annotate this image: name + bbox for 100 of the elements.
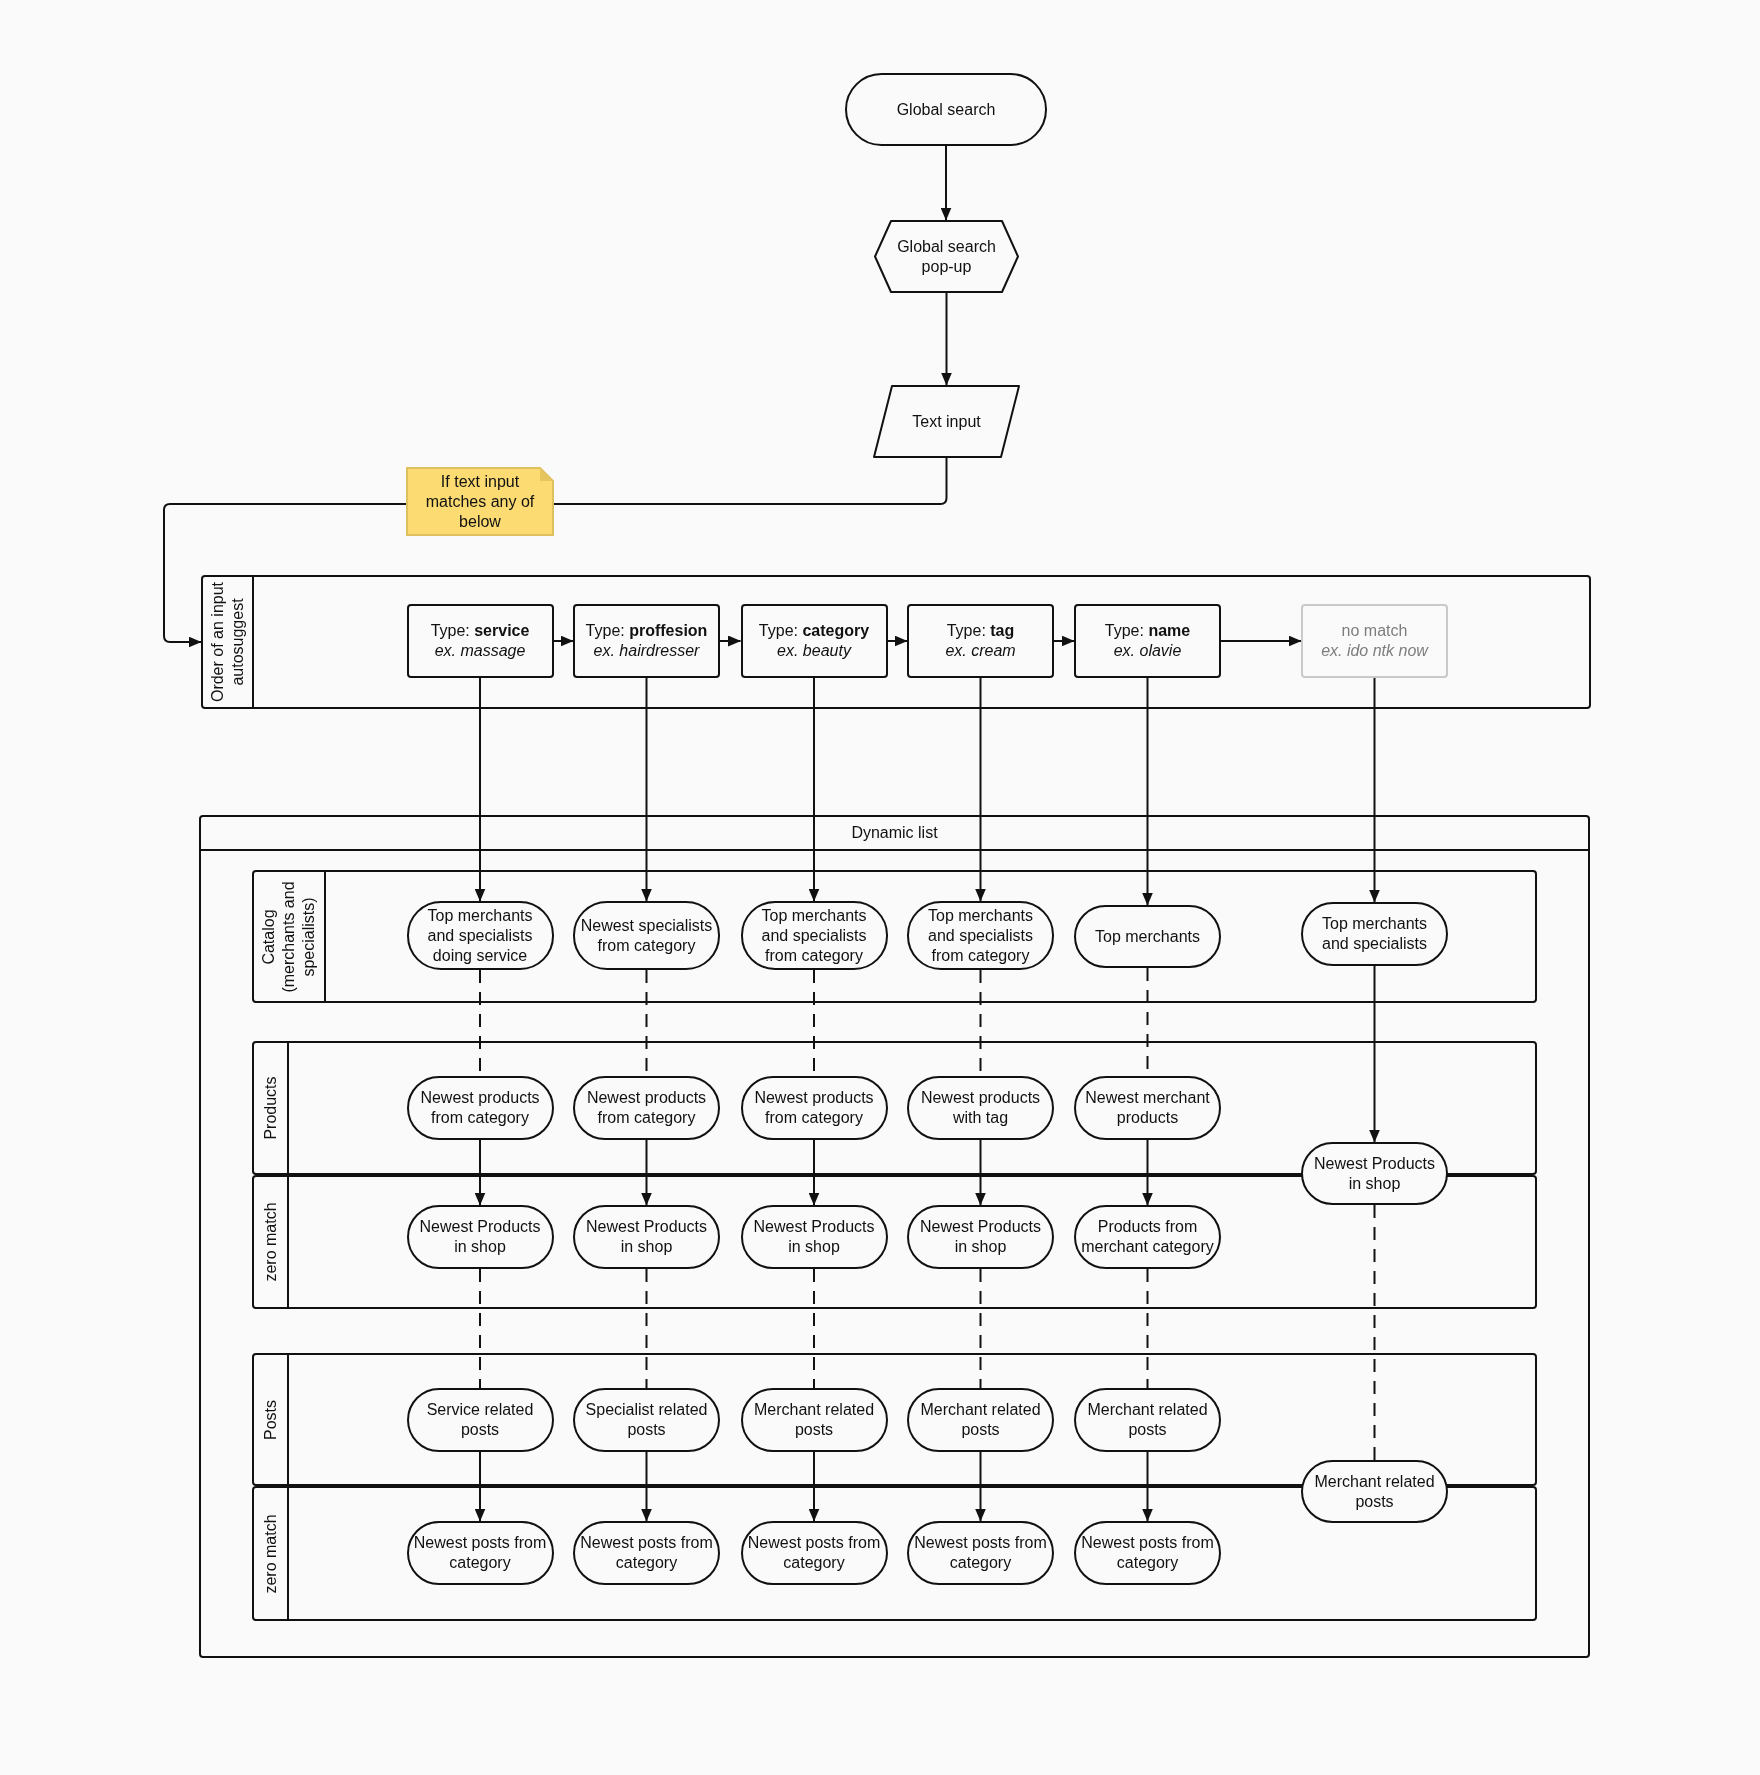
node-label: Global search xyxy=(896,99,996,120)
pool-container xyxy=(199,815,1590,1658)
node-label: Top merchants xyxy=(1095,926,1200,947)
example-label: ex. massage xyxy=(434,641,526,661)
arrow xyxy=(886,635,908,647)
type-label: Type: category xyxy=(758,621,870,641)
lane-label: zero match xyxy=(260,1202,280,1282)
node-label: Top merchants and specialists xyxy=(1321,914,1428,954)
process-pill xyxy=(1074,1388,1221,1452)
lane-label: zero match xyxy=(260,1513,280,1594)
arrow xyxy=(1142,677,1153,906)
example-label: ex. cream xyxy=(945,641,1016,661)
sticky-note xyxy=(406,467,554,536)
input-parallelogram xyxy=(873,385,1020,458)
process-pill xyxy=(907,1521,1054,1585)
process-pill xyxy=(1074,1076,1221,1140)
node-label: Specialist related posts xyxy=(584,1400,709,1440)
arrow xyxy=(719,635,742,647)
hexagon-node xyxy=(874,220,1019,293)
node-label: Newest posts from category xyxy=(746,1533,882,1573)
lane-label: Catalog (merchants and specialists) xyxy=(259,879,318,995)
process-pill xyxy=(907,1388,1054,1452)
type-box xyxy=(740,604,888,678)
node-label: Merchant related posts xyxy=(1086,1400,1209,1440)
node-label: Newest Products in shop xyxy=(1313,1153,1436,1194)
dashed-line xyxy=(1373,1204,1376,1461)
arrow xyxy=(1369,965,1380,1143)
type-box xyxy=(573,604,720,678)
node-label: Top merchants and specialists from category xyxy=(760,905,868,966)
type-box xyxy=(406,604,554,678)
connector-line xyxy=(553,457,948,505)
process-pill xyxy=(1301,902,1448,966)
node-label: Newest posts from category xyxy=(579,1533,714,1573)
process-pill xyxy=(907,1076,1054,1140)
arrow xyxy=(641,1451,652,1522)
arrow xyxy=(1142,1451,1153,1522)
type-box xyxy=(1074,604,1221,678)
swimlane xyxy=(252,1041,1537,1175)
dashed-line xyxy=(813,1268,815,1389)
arrow xyxy=(1369,677,1380,903)
process-pill xyxy=(573,1076,720,1140)
lane-label: Posts xyxy=(260,1399,280,1440)
example-label: ex. beauty xyxy=(777,641,851,661)
node-label: Newest posts from category xyxy=(1080,1533,1215,1573)
process-pill xyxy=(907,1205,1054,1269)
process-pill xyxy=(573,1388,720,1452)
node-label: If text input matches any of below xyxy=(424,471,536,532)
node-label: Newest products from category xyxy=(753,1088,875,1128)
arrow xyxy=(808,1139,820,1206)
swimlane xyxy=(252,1486,1537,1621)
type-box xyxy=(1301,604,1448,678)
arrow xyxy=(641,677,652,902)
arrow xyxy=(975,677,986,902)
type-label: Type: name xyxy=(1104,621,1191,641)
example-label: ex. ido ntk now xyxy=(1321,641,1428,661)
node-label: Newest products from category xyxy=(419,1088,541,1128)
node-label: Newest products from category xyxy=(585,1088,708,1128)
swimlane xyxy=(201,575,1591,709)
pool-title: Dynamic list xyxy=(851,823,938,843)
type-label: Type: tag xyxy=(946,621,1015,641)
node-label: Merchant related posts xyxy=(1313,1471,1436,1512)
node-label: Merchant related posts xyxy=(919,1400,1042,1440)
process-pill xyxy=(573,1521,720,1585)
arrow xyxy=(641,1139,652,1206)
type-box xyxy=(907,604,1054,678)
type-label: Type: service xyxy=(430,621,530,641)
swimlane xyxy=(252,1175,1537,1309)
arrow xyxy=(474,677,486,902)
node-label: Newest posts from category xyxy=(913,1533,1048,1573)
type-label: Type: proffesion xyxy=(585,621,708,641)
node-label: Newest Products in shop xyxy=(752,1217,876,1257)
arrow xyxy=(163,503,407,648)
example-label: ex. hairdresser xyxy=(593,641,700,661)
node-label: Text input xyxy=(912,411,981,432)
type-label: no match xyxy=(1341,621,1408,641)
node-label: Newest merchant products xyxy=(1084,1088,1211,1128)
node-label: Newest specialists from category xyxy=(579,915,714,956)
dashed-line xyxy=(1146,1268,1149,1389)
lane-label: Order of an input autosuggest xyxy=(207,580,247,705)
node-label: Newest posts from category xyxy=(412,1533,548,1573)
node-label: Newest Products in shop xyxy=(418,1217,542,1257)
arrow xyxy=(1220,635,1302,647)
node-label: Top merchants and specialists from category xyxy=(927,905,1034,966)
arrow xyxy=(808,1451,820,1522)
node-label: Newest Products in shop xyxy=(919,1217,1042,1257)
arrow xyxy=(1142,1139,1153,1206)
process-pill xyxy=(573,1205,720,1269)
arrow xyxy=(941,292,952,386)
node-label: Service related posts xyxy=(425,1400,535,1440)
node-label: Global search pop-up xyxy=(896,236,997,277)
arrow xyxy=(552,635,574,647)
node-label: Newest products with tag xyxy=(919,1088,1042,1128)
arrow xyxy=(474,1139,486,1206)
arrow xyxy=(940,145,952,221)
node-label: Top merchants and specialists doing service xyxy=(426,905,534,966)
swimlane xyxy=(252,1353,1537,1486)
process-pill xyxy=(1074,1205,1221,1269)
node-label: Products from merchant category xyxy=(1080,1217,1215,1257)
dashed-line xyxy=(645,1268,648,1389)
arrow xyxy=(474,1451,486,1522)
